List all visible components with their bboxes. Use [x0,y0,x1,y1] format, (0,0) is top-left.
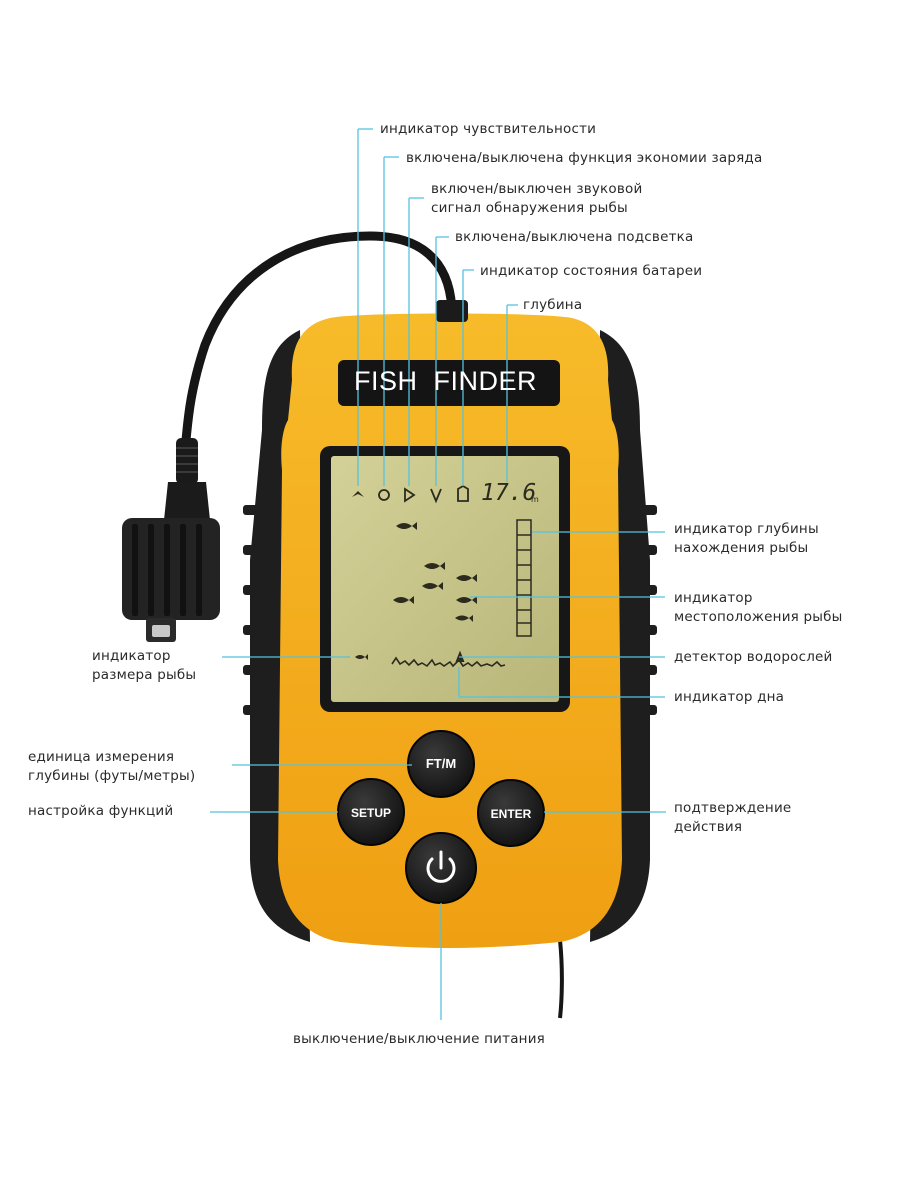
fish-markers [355,522,477,660]
connector-plug [122,438,220,642]
power-saving-icon [378,489,390,501]
enter-button[interactable]: ENTER [490,807,532,821]
sensitivity-icon [352,491,364,497]
callout-sensitivity: индикатор чувствительности [380,121,597,137]
fish-icon [422,582,443,590]
callout-depth: глубина [523,297,583,313]
setup-button[interactable]: SETUP [350,806,391,820]
callout-power-saving: включена/выключена функция экономии заря… [406,150,763,166]
transducer-cable [181,231,564,1019]
leader-lines [210,128,666,1020]
callout-fish-depth: индикатор глубины нахождения рыбы [674,521,819,556]
callout-unit: единица измерения глубины (футы/метры) [28,749,196,784]
callout-fish-size: индикатор размера рыбы [92,648,197,683]
power-icon [426,850,456,883]
bottom-contour [391,656,506,668]
fish-icon [396,522,417,530]
callout-confirm: подтверждение действия [674,800,792,835]
backlight-icon [430,488,442,504]
device-title: FISH FINDER [354,366,538,396]
title-plate [338,360,560,406]
fish-size-icon [355,654,368,660]
depth-readout: 17.6 [481,480,537,506]
callout-weed: детектор водорослей [674,649,833,665]
fish-depth-scale [516,519,532,637]
callout-power: выключение/выключение питания [293,1031,545,1047]
callout-setup: настройка функций [28,803,174,819]
callout-bottom: индикатор дна [674,689,785,705]
battery-icon [457,484,469,502]
fish-icon [393,596,414,604]
fish-icon [456,596,477,604]
callout-backlight: включена/выключена подсветка [455,229,694,245]
fish-icon [455,615,473,622]
callout-battery: индикатор состояния батареи [480,263,703,279]
ftm-button[interactable]: FT/M [425,756,457,771]
callout-fish-location: индикатор местоположения рыбы [674,590,843,625]
fish-icon [424,562,445,570]
fish-alarm-icon [404,487,416,503]
depth-unit: m [531,495,539,504]
power-button[interactable] [406,833,476,903]
fish-icon [456,574,477,582]
callout-fish-alarm: включен/выключен звуковой сигнал обнаруж… [431,181,643,216]
lcd-screen [320,446,570,712]
